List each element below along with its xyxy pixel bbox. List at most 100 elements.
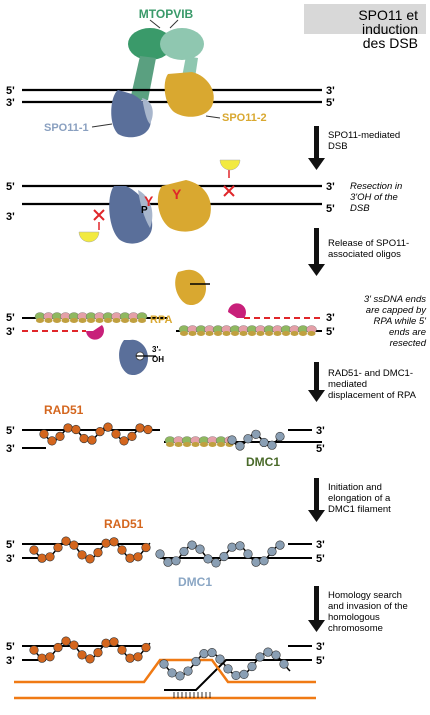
rad51-bead	[85, 554, 95, 564]
rpa-bead-base	[265, 331, 273, 336]
rad51-label-2: RAD51	[104, 517, 144, 531]
spo11-2-protein-2	[157, 180, 211, 232]
mtopvib-right	[160, 28, 204, 60]
rad51-bead	[133, 652, 143, 662]
end-3p-3a: 3'	[6, 326, 15, 338]
stage-2: 5' 3' 3' 5' P Y Y	[6, 159, 335, 244]
dmc1-bead	[163, 557, 173, 567]
rad51-bead	[69, 540, 79, 550]
dmc1-bead	[219, 551, 229, 562]
rad51-bead	[109, 537, 119, 547]
step-arrow-shaft	[314, 362, 319, 392]
rad51-bead	[125, 553, 135, 563]
rpa-bead-base	[256, 331, 265, 336]
rad51-bead	[141, 542, 151, 553]
end-3p-5b: 3'	[316, 539, 325, 551]
stage-3: 5' 3' 3' 5' RPA 3'- OH	[6, 269, 335, 376]
rpa-bead-base	[36, 318, 44, 323]
rad51-bead	[79, 433, 89, 444]
spo11-2-pointer	[205, 115, 221, 119]
end-3p-2a: 3'	[326, 181, 335, 193]
rpa-bead-base	[200, 442, 208, 447]
dmc1-bead	[167, 668, 177, 678]
dmc1-bead	[175, 671, 185, 681]
rpa-bead-base	[273, 331, 282, 336]
dmc1-bead	[203, 554, 213, 564]
step-arrow-head	[308, 510, 325, 522]
end-3p-6b: 3'	[316, 641, 325, 653]
rad51-bead	[101, 638, 111, 648]
step-arrow-head	[308, 390, 325, 402]
spo11-1-pointer	[91, 123, 113, 128]
end-3p-1b: 3'	[6, 97, 15, 109]
rpa-right	[178, 325, 317, 336]
dmc1-bead	[187, 540, 197, 550]
rpa-bead-base	[197, 331, 205, 336]
title-line-1: SPO11 et induction	[358, 7, 418, 37]
end-5p-1b: 5'	[326, 97, 335, 109]
rad51-filament-2	[29, 536, 151, 564]
mre11-right	[219, 159, 241, 171]
mtopvib-label: MTOPVIB	[139, 7, 194, 21]
end-5p-1a: 5'	[6, 85, 15, 97]
rad51-bead	[47, 436, 57, 446]
end-5p-6b: 5'	[316, 655, 325, 667]
end-3p-2b: 3'	[6, 211, 15, 223]
rpa-bead-base	[180, 331, 188, 336]
dmc1-bead	[259, 556, 269, 566]
rpa-bead-base	[174, 442, 183, 447]
rpa-bead-base	[183, 442, 191, 447]
rpa-bead-base	[217, 442, 225, 447]
dmc1-bead	[275, 431, 285, 442]
step-label-2: Release of SPO11-associated oligos	[328, 238, 409, 260]
dmc1-bead	[159, 659, 169, 669]
rad51-bead	[61, 636, 71, 646]
dmc1-bead	[255, 652, 265, 662]
end-3p-3b: 3'	[326, 312, 335, 324]
rad51-bead	[117, 545, 127, 555]
oh-label-1: 3'-	[152, 345, 161, 354]
rad51-bead	[29, 645, 39, 655]
exo1-left	[86, 325, 104, 340]
end-3p-1a: 3'	[326, 85, 335, 97]
rpa-bead-base	[44, 318, 53, 323]
rpa-bead-base	[282, 331, 290, 336]
rpa-bead-base	[95, 318, 104, 323]
rad51-bead	[55, 431, 65, 441]
dmc1-bead	[179, 546, 189, 557]
spo11-1-highlight-2	[138, 190, 153, 228]
rad51-filament-3	[29, 636, 151, 664]
spo11-2-label: SPO11-2	[222, 112, 267, 124]
dmc1-bead	[235, 441, 245, 451]
stage-1: MTOPVIB 5' 3' 3' 5' SPO11-1 SPO11-2	[6, 7, 335, 138]
dmc1-filament-3	[159, 647, 291, 681]
rpa-bead-base	[222, 331, 231, 336]
rad51-bead	[61, 536, 71, 546]
base-pairing	[173, 692, 211, 698]
dmc1-filament-2	[155, 540, 285, 568]
rad51-label-1: RAD51	[44, 403, 84, 417]
rad51-bead	[93, 547, 103, 558]
rpa-bead-base	[299, 331, 307, 336]
dmc1-bead	[267, 440, 277, 450]
rpa-bead-base	[104, 318, 112, 323]
dmc1-bead	[195, 544, 205, 554]
title-line-2: des DSB	[362, 35, 418, 51]
rpa-bead-base	[61, 318, 70, 323]
dmc1-bead	[275, 540, 285, 550]
dmc1-bead	[155, 549, 165, 559]
step-arrow-shaft	[314, 126, 319, 160]
rad51-bead	[71, 424, 81, 435]
dmc1-bead	[199, 649, 209, 659]
rad51-bead	[77, 550, 87, 560]
rad51-bead	[103, 422, 113, 432]
rpa-bead-base	[208, 442, 217, 447]
end-5p-6a: 5'	[6, 641, 15, 653]
end-5p-3b: 5'	[326, 326, 335, 338]
dmc1-bead	[211, 558, 221, 568]
step-arrow-head	[308, 158, 325, 170]
rpa-bead-base	[166, 442, 174, 447]
rpa-bead-base	[188, 331, 197, 336]
